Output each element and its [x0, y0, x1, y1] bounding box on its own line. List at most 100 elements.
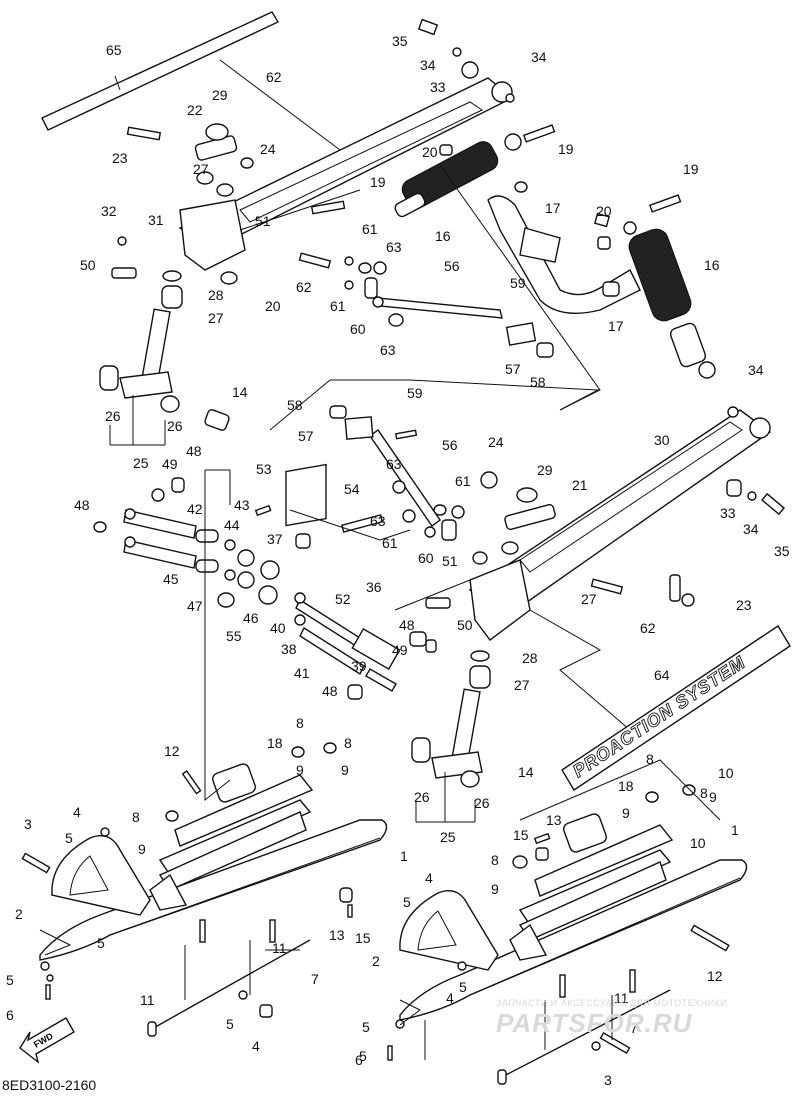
callout-label: 41: [294, 665, 310, 681]
callout-label: 45: [163, 571, 179, 587]
callout-label: 33: [720, 505, 736, 521]
part-linkage-upper: [298, 124, 682, 358]
callout-label: 48: [399, 617, 415, 633]
callout-label: 37: [267, 531, 283, 547]
callout-label: 8: [646, 751, 654, 767]
callout-label: 47: [187, 598, 203, 614]
part-front-arms: [93, 409, 437, 780]
callout-label: 20: [596, 203, 612, 219]
callout-label: 29: [212, 87, 228, 103]
callout-label: 17: [545, 200, 561, 216]
callout-label: 50: [80, 257, 96, 273]
callout-label: 4: [446, 990, 454, 1006]
callout-label: 19: [370, 174, 386, 190]
callout-label: 8: [700, 785, 708, 801]
callout-label: 10: [718, 765, 734, 781]
callout-label: 35: [392, 33, 408, 49]
callout-label: 5: [403, 894, 411, 910]
callout-label: 58: [287, 397, 303, 413]
watermark-logo: PARTSFOR.RU: [496, 1008, 693, 1038]
callout-label: 36: [366, 579, 382, 595]
part-spindle-bracket-middle: [425, 471, 624, 689]
callout-label: 61: [455, 473, 471, 489]
callout-label: 34: [743, 521, 759, 537]
part-spindle-middle: [411, 688, 483, 823]
callout-label: 9: [491, 881, 499, 897]
callout-label: 8: [491, 852, 499, 868]
callout-label: 48: [74, 497, 90, 513]
callout-label: 58: [530, 374, 546, 390]
callout-label: 28: [522, 650, 538, 666]
part-spindle-upper: [99, 308, 180, 446]
callout-label: 7: [311, 971, 319, 987]
callout-label: 21: [572, 477, 588, 493]
fwd-arrow: FWD: [19, 1017, 75, 1064]
callout-label: 6: [6, 1007, 14, 1023]
part-65-stripe: [41, 11, 279, 131]
callout-label: 9: [709, 789, 717, 805]
callout-label: 4: [73, 804, 81, 820]
callout-label: 25: [440, 829, 456, 845]
part-linkage-middle: [329, 405, 465, 541]
callout-label: 43: [234, 497, 250, 513]
callout-label: 3: [24, 816, 32, 832]
callout-label: 52: [335, 591, 351, 607]
watermark: ЗАПЧАСТИ И АКСЕССУАРЫ ДЛЯ МОТОТЕХНИКИ PA…: [496, 998, 796, 1039]
callout-label: 22: [187, 102, 203, 118]
callout-label: 5: [459, 979, 467, 995]
callout-label: 57: [505, 361, 521, 377]
callout-label: 19: [683, 161, 699, 177]
callout-label: 18: [267, 735, 283, 751]
part-shock-upper-right: [623, 221, 716, 379]
callout-label: 19: [558, 141, 574, 157]
callout-label: 10: [690, 835, 706, 851]
callout-label: 11: [614, 990, 629, 1006]
part-64-decal: PROACTION SYSTEM: [561, 625, 791, 791]
callout-label: 50: [457, 617, 473, 633]
callout-label: 8: [132, 809, 140, 825]
diagram-code: 8ED3100-2160: [2, 1077, 96, 1093]
callout-label: 25: [133, 455, 149, 471]
callout-label: 17: [608, 318, 624, 334]
callout-label: 48: [186, 443, 202, 459]
callout-label: 5: [6, 972, 14, 988]
callout-label: 59: [510, 275, 526, 291]
callout-label: 51: [255, 213, 271, 229]
callout-label: 23: [736, 597, 752, 613]
ski-outline-leads: [39, 759, 721, 1026]
callout-label: 1: [731, 822, 739, 838]
callout-label: 65: [106, 42, 122, 58]
part-rail-upper: [178, 18, 515, 251]
callout-label: 5: [97, 935, 105, 951]
callout-label: 51: [442, 553, 458, 569]
callout-label: 20: [422, 144, 438, 160]
callout-label: 16: [435, 228, 451, 244]
callout-label: 63: [380, 342, 396, 358]
callout-label: 1: [400, 848, 408, 864]
callout-label: 53: [256, 461, 272, 477]
callout-label: 15: [513, 827, 529, 843]
part-ski-left: [21, 742, 388, 1037]
callout-label: 23: [112, 150, 128, 166]
callout-label: 9: [138, 841, 146, 857]
callout-label: 5: [65, 830, 73, 846]
callout-label: 24: [488, 434, 504, 450]
callout-label: 34: [420, 57, 436, 73]
callout-label: 34: [748, 362, 764, 378]
callout-label: 64: [654, 667, 670, 683]
callout-label: 27: [208, 310, 224, 326]
callout-label: 57: [298, 428, 314, 444]
callout-label: 49: [392, 642, 408, 658]
callout-label: 9: [296, 762, 304, 778]
callout-label: 6: [355, 1052, 363, 1068]
callout-label: 2: [372, 953, 380, 969]
callout-label: 38: [281, 641, 297, 657]
callout-label: 32: [101, 203, 117, 219]
callout-label: 5: [362, 1019, 370, 1035]
callout-label: 63: [386, 456, 402, 472]
callout-label: 27: [514, 677, 530, 693]
callout-label: 26: [167, 418, 183, 434]
callout-label: 42: [187, 501, 203, 517]
